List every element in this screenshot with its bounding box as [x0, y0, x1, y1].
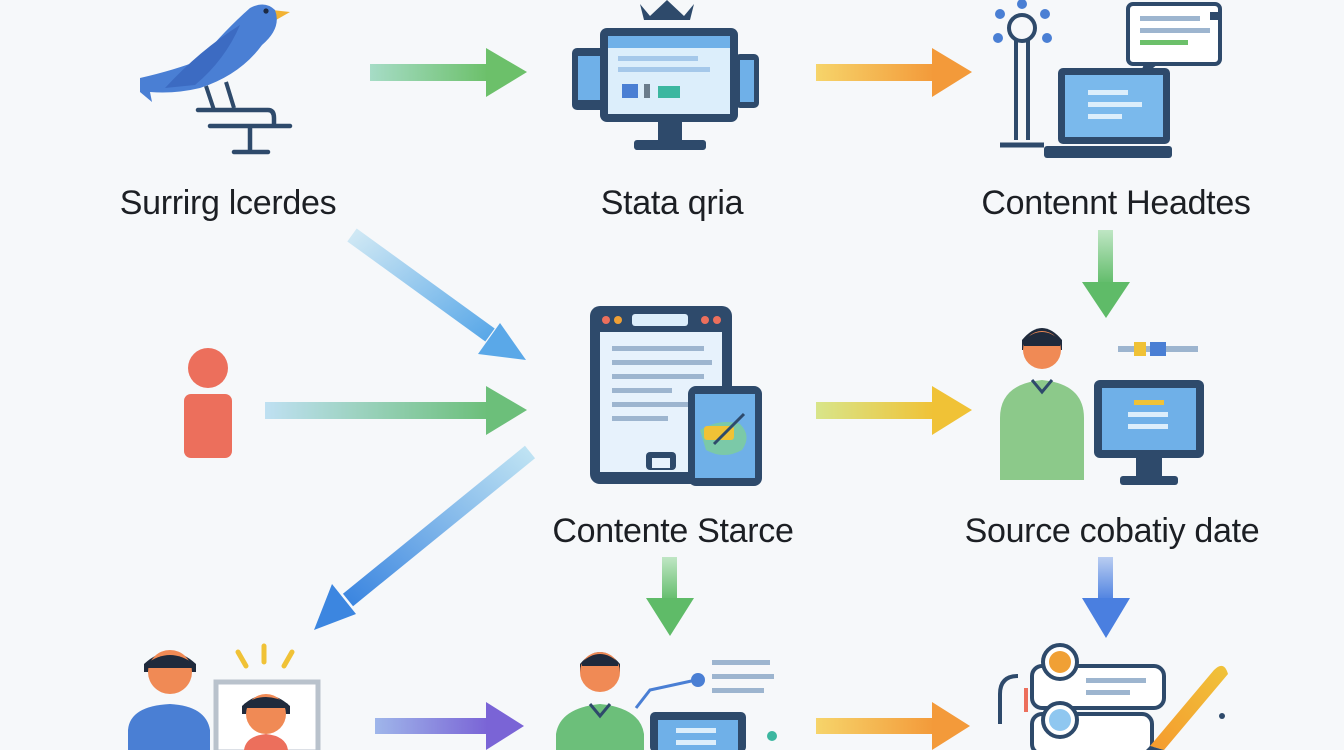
label-bird: Surrirg lcerdes — [119, 184, 337, 222]
arrow-document-to-source — [816, 386, 972, 435]
bird-on-perch-icon — [140, 4, 293, 155]
person-monitor-icon — [1000, 328, 1204, 485]
arrow-people-to-worker — [375, 702, 524, 750]
laptop-chat-icon — [993, 0, 1222, 158]
checklist-pencil-icon — [998, 643, 1228, 750]
document-tablet-icon — [590, 306, 762, 486]
label-monitor: Stata qria — [600, 184, 744, 222]
person-icon — [184, 348, 232, 458]
arrow-source-down — [1082, 557, 1130, 638]
label-content-heads: Contennt Headtes — [981, 184, 1251, 222]
arrow-monitor-to-laptop — [816, 48, 972, 97]
arrow-document-to-people — [314, 445, 536, 630]
arrow-worker-to-checklist — [816, 702, 970, 750]
person-laptop-icon — [556, 652, 777, 750]
arrow-bird-to-document — [347, 228, 526, 360]
arrow-person-to-document — [265, 386, 527, 435]
label-source: Source cobatiy date — [964, 512, 1260, 550]
label-content-store: Contente Starce — [552, 512, 794, 550]
arrow-laptop-down — [1082, 230, 1130, 318]
arrow-document-down — [646, 557, 694, 636]
people-frame-icon — [128, 643, 321, 750]
crowned-monitor-icon — [572, 0, 759, 150]
arrow-bird-to-monitor — [370, 48, 527, 97]
